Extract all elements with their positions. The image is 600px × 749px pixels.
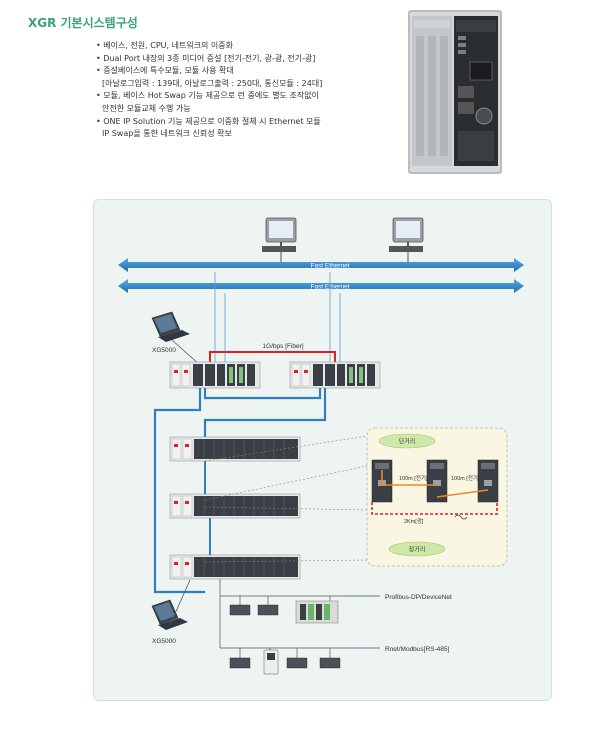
expansion-base-3 <box>169 554 301 580</box>
computer-icon <box>389 217 424 252</box>
ethernet-drop-lines <box>214 272 341 362</box>
inset-module-center <box>426 459 448 503</box>
inset-module-right <box>477 459 499 503</box>
feature-item-detail: IP Swap을 통한 네트워크 신뢰성 확보 <box>102 129 232 139</box>
xg5000-bottom-label: XG5000 <box>152 638 176 645</box>
rnet-label: Rnet/Modbus[RS-485] <box>385 646 450 653</box>
page-title: XGR 기본시스템구성 <box>28 16 138 30</box>
long-distance-label: 장거리 <box>409 546 426 554</box>
profibus-label: Profibus-DP/DeviceNet <box>385 594 452 601</box>
computer-icon <box>262 217 297 252</box>
plc-base-redundant-right <box>289 361 381 389</box>
feature-item: • ONE IP Solution 기능 제공으로 이중화 절체 시 Ether… <box>96 116 321 126</box>
expansion-chain-cable <box>204 461 211 555</box>
xgr-cpu-module-image <box>408 10 502 174</box>
fiber-2km-link <box>371 502 498 515</box>
remote-io-module <box>229 600 339 624</box>
short-distance-label: 단거리 <box>399 438 416 446</box>
feature-item-detail: [아날로그입력 : 139대, 아날로그출력 : 250대, 통신모듈 : 24… <box>102 78 323 88</box>
laptop-icon <box>151 599 188 630</box>
feature-item-detail: 안전한 모듈교체 수행 가능 <box>102 103 191 113</box>
fast-ethernet-label-1: Fast Ethernet <box>310 263 349 270</box>
electric-link-right <box>436 489 489 498</box>
expansion-base-1 <box>169 436 301 462</box>
laptop-icon <box>151 311 190 342</box>
feature-item: • 베이스, 전원, CPU, 네트워크의 이중화 <box>96 41 234 50</box>
xg5000-top-label: XG5000 <box>152 347 176 354</box>
feature-list: • 베이스, 전원, CPU, 네트워크의 이중화 • Dual Port 내장… <box>96 40 396 141</box>
zoom-guide-lines <box>204 435 368 563</box>
long-distance-badge <box>388 541 446 557</box>
link-left-label: 100m [전기] <box>399 474 428 482</box>
feature-item: • Dual Port 내장의 3종 미디어 증설 [전기-전기, 광-광, 전… <box>96 53 316 63</box>
short-distance-badge <box>378 433 436 449</box>
expansion-ring-cable <box>153 388 327 594</box>
feature-item: • 모듈, 베이스 Hot Swap 기능 제공으로 런 중에도 별도 조작없이 <box>96 91 319 101</box>
electric-link-left <box>381 470 437 486</box>
fiber-link-label: 1G/bps [Fiber] <box>262 343 303 350</box>
rnet-devices <box>229 649 341 675</box>
fast-ethernet-bus-2 <box>118 279 524 293</box>
fast-ethernet-bus-1 <box>118 258 524 272</box>
plc-base-redundant-left <box>169 361 261 389</box>
link-right-label: 100m [전기] <box>451 474 480 482</box>
expansion-base-2 <box>169 493 301 519</box>
fiber-2km-label: 2Km[광] <box>404 518 424 525</box>
feature-item: • 증설베이스에 특수모듈, 모듈 사용 확대 <box>96 66 234 76</box>
